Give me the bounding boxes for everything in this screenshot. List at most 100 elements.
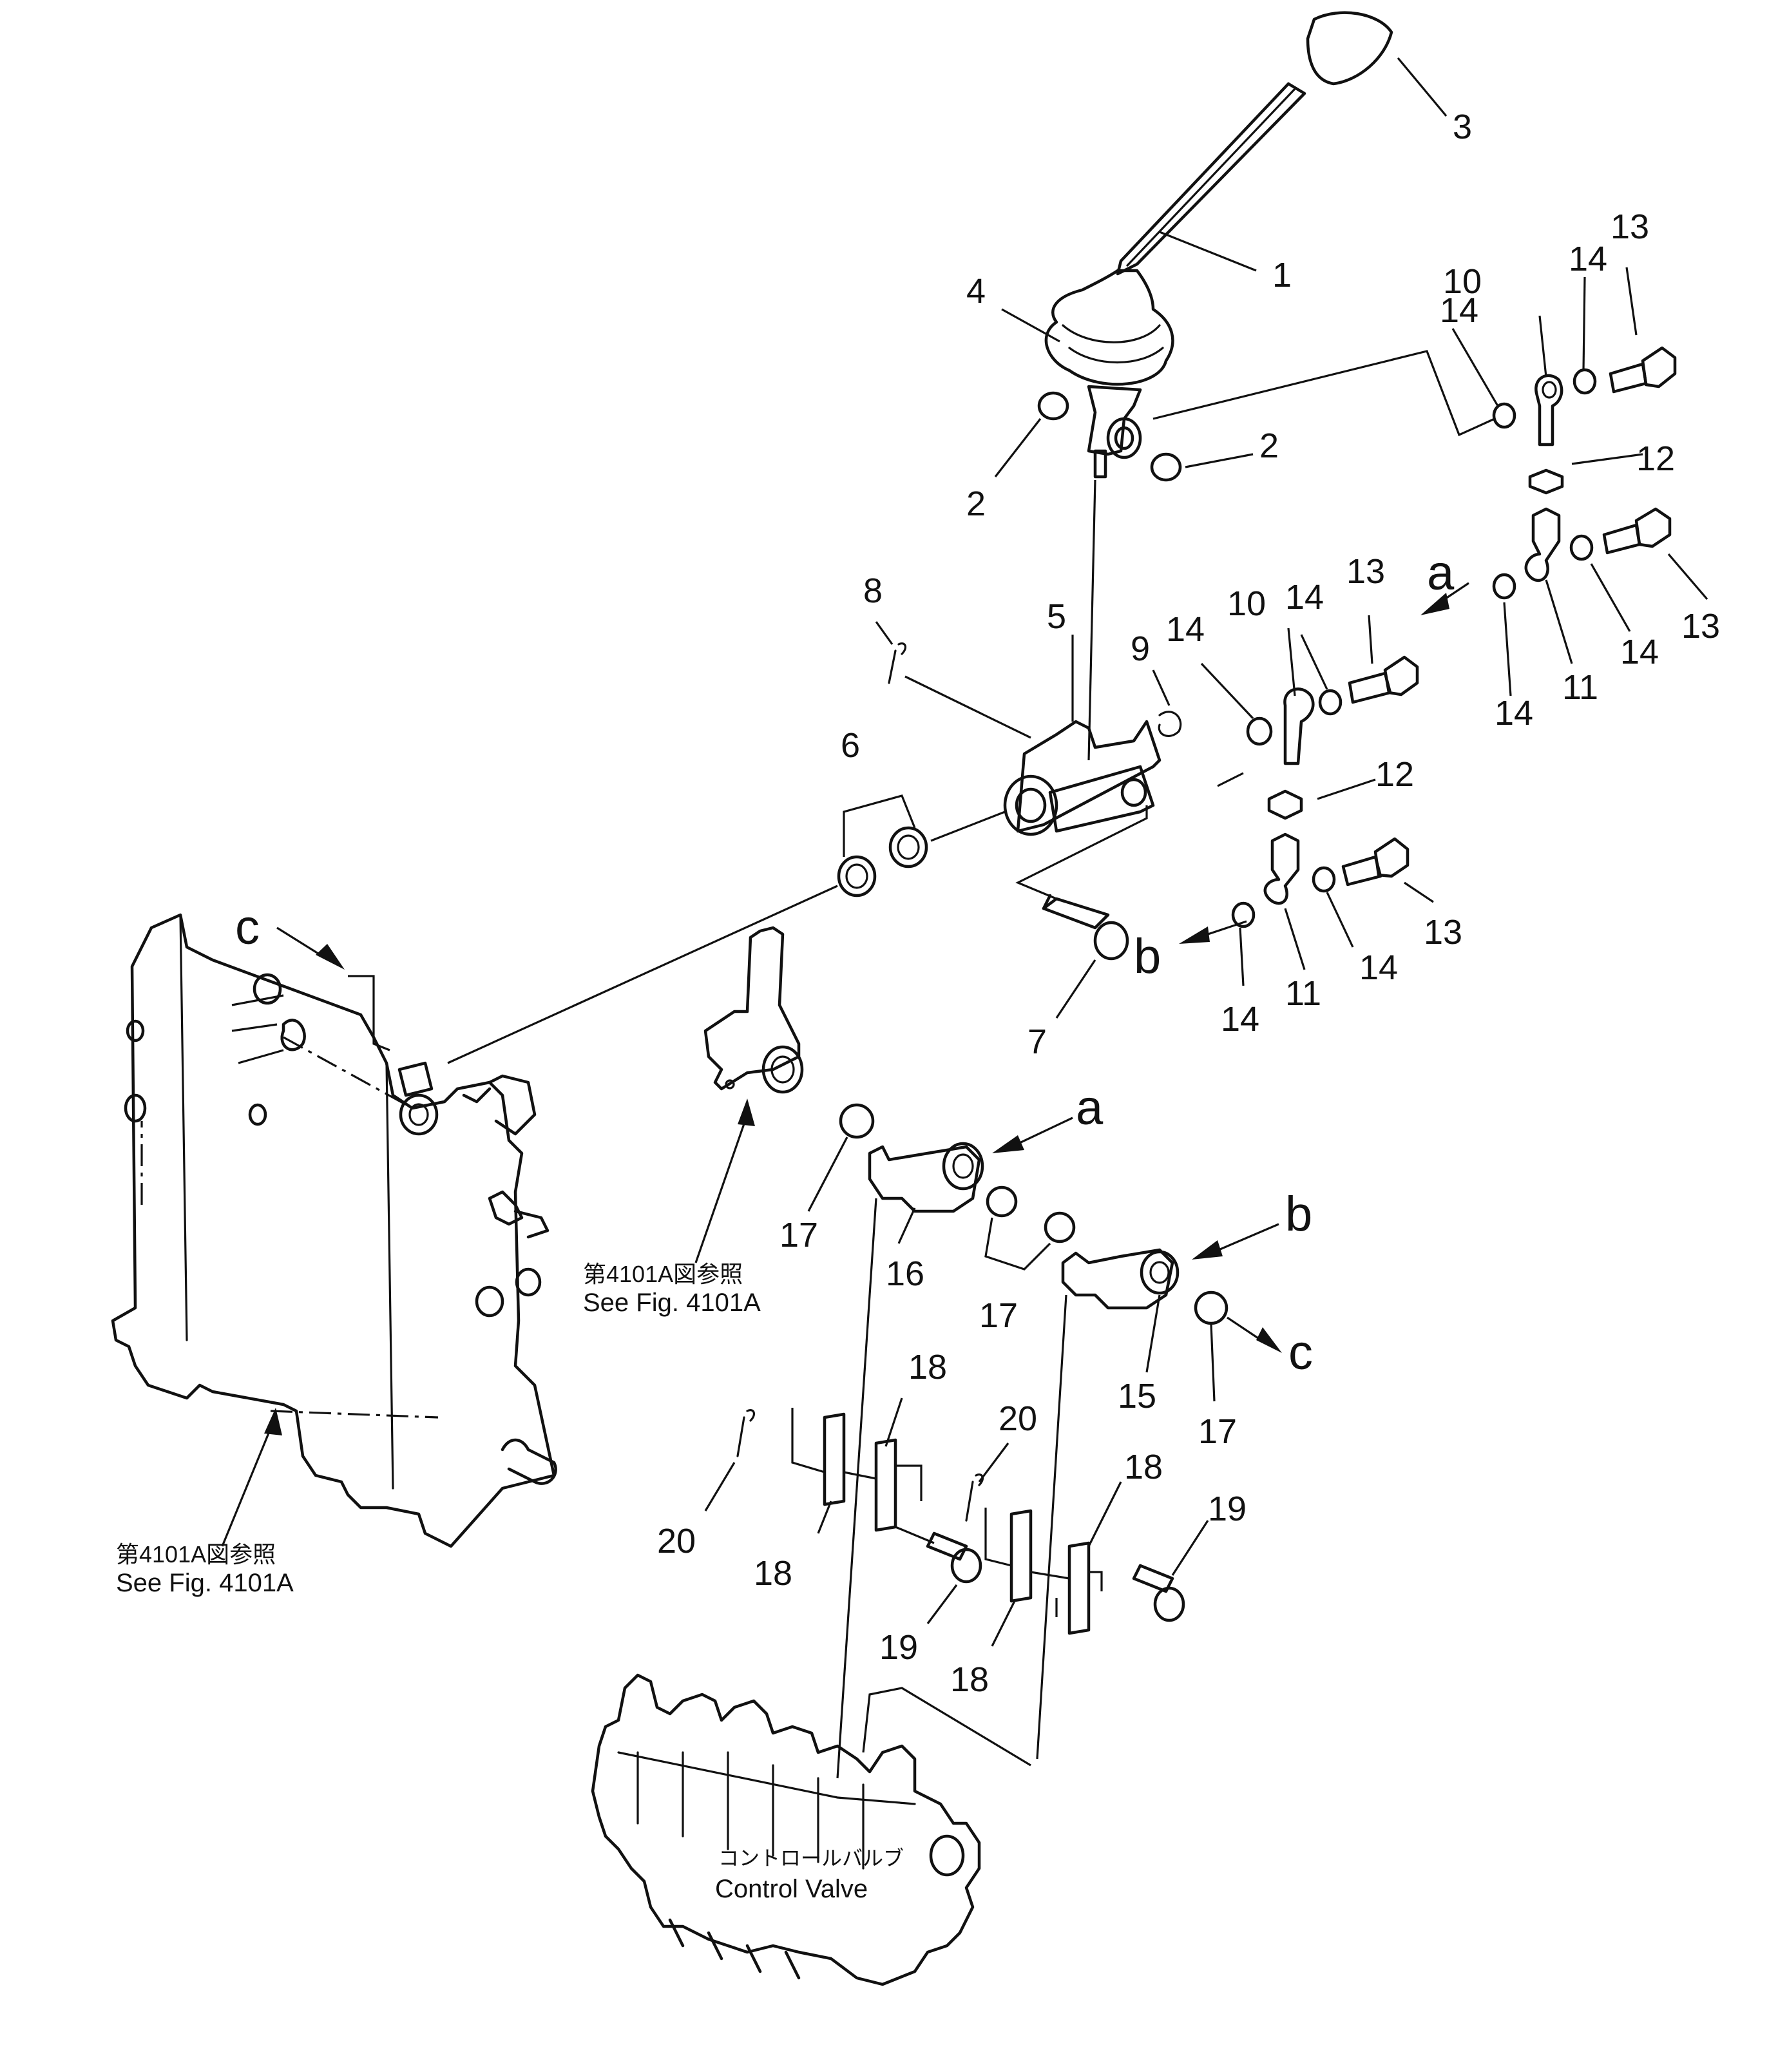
cotter-pin: [888, 642, 907, 684]
bushing: [986, 1185, 1018, 1218]
bolt: [1348, 671, 1392, 704]
frame: [111, 913, 556, 1548]
callout-2: 2: [1259, 427, 1279, 465]
knob: [1306, 11, 1393, 86]
callout-14: 14: [1440, 291, 1478, 330]
callout-9: 9: [1131, 629, 1150, 668]
callout-14: 14: [1359, 948, 1398, 987]
bolt: [1341, 855, 1382, 887]
callout-4: 4: [966, 272, 986, 311]
letter-a-lower: a: [1076, 1080, 1104, 1135]
callout-13: 13: [1424, 913, 1462, 952]
frame-body: [111, 885, 838, 1548]
callout-13: 13: [1346, 552, 1385, 591]
reference-note-en: See Fig. 4101A: [116, 1569, 294, 1597]
letter-b-lower: b: [1285, 1187, 1312, 1242]
callout-12: 12: [1375, 755, 1414, 794]
callout-14: 14: [1166, 610, 1205, 649]
nut: [1528, 468, 1564, 495]
callout-17: 17: [779, 1216, 818, 1254]
plate: [1067, 1541, 1091, 1635]
callout-11: 11: [1562, 668, 1598, 707]
bushing: [1044, 1211, 1076, 1243]
control-valve-label-jp: コントロールバルブ: [718, 1847, 904, 1870]
rod-end: [1534, 374, 1563, 446]
boot: [1044, 269, 1174, 386]
callout-13: 13: [1611, 207, 1649, 246]
callout-14: 14: [1569, 240, 1607, 278]
plate: [1009, 1509, 1033, 1603]
washer: [1572, 368, 1597, 395]
rod-end: [1283, 687, 1315, 765]
plate: [874, 1438, 897, 1532]
callout-20: 20: [999, 1399, 1037, 1438]
callout-2: 2: [966, 484, 986, 523]
lever-rod: [1116, 82, 1306, 276]
plate: [823, 1412, 846, 1506]
callout-20: 20: [657, 1522, 696, 1560]
clip: [1158, 711, 1182, 737]
callouts: 1 2 2 3 4 5 6 7 8 9 10 10 11 11 12 12 13…: [657, 108, 1720, 1699]
callout-19: 19: [879, 1628, 918, 1667]
valve-body: [591, 1673, 981, 1986]
washer: [1318, 689, 1343, 716]
washer: [1246, 716, 1273, 746]
arrows: [264, 582, 1469, 1435]
bushing: [839, 1103, 875, 1139]
callout-10: 10: [1443, 262, 1482, 301]
arm: [1061, 1248, 1174, 1310]
callout-16: 16: [886, 1254, 924, 1293]
callout-14: 14: [1495, 694, 1533, 733]
washer: [1492, 573, 1516, 600]
callout-12: 12: [1636, 439, 1675, 478]
bolt: [1602, 523, 1641, 555]
bolt: [1609, 362, 1648, 394]
callout-14: 14: [1285, 578, 1324, 617]
rod-end: [1263, 832, 1300, 905]
lever-bracket: [1016, 720, 1161, 833]
reference-note-jp: 第4101A図参照: [583, 1261, 743, 1287]
lever-pivot: [1087, 385, 1142, 456]
bushing: [837, 855, 877, 897]
upper-linkage: [1152, 346, 1677, 600]
callout-18: 18: [1124, 1448, 1163, 1486]
bushing: [1194, 1290, 1228, 1325]
control-valve-label-en: Control Valve: [715, 1875, 868, 1903]
middle-linkage: [837, 479, 1419, 961]
callout-18: 18: [950, 1660, 989, 1699]
washer: [1312, 866, 1336, 893]
callout-15: 15: [1118, 1377, 1156, 1415]
letter-b-upper: b: [1134, 929, 1161, 984]
callout-6: 6: [841, 726, 860, 765]
nut: [1267, 789, 1303, 820]
reference-notes: 第4101A図参照 See Fig. 4101A 第4101A図参照 See F…: [116, 1261, 761, 1597]
callout-1: 1: [1272, 256, 1292, 294]
letter-c-lower: c: [1288, 1325, 1313, 1380]
letter-c-upper: c: [235, 900, 260, 955]
callout-17: 17: [1198, 1412, 1237, 1451]
washer: [1231, 901, 1256, 928]
lower-linkage: [736, 1103, 1228, 1779]
callout-8: 8: [863, 571, 883, 610]
letter-a-upper: a: [1427, 546, 1455, 600]
bushing: [1037, 391, 1069, 421]
leader-lines: [221, 57, 1708, 1647]
callout-17: 17: [979, 1296, 1018, 1335]
callout-10: 10: [1227, 584, 1266, 623]
bushing: [888, 826, 928, 868]
arm: [868, 1145, 981, 1213]
cotter-pin: [736, 1409, 756, 1457]
callout-19: 19: [1208, 1490, 1247, 1528]
callout-14: 14: [1221, 1000, 1259, 1039]
control-valve: [591, 1673, 981, 1986]
washer: [1492, 402, 1516, 429]
pin: [926, 1531, 968, 1561]
callout-13: 13: [1681, 607, 1720, 646]
callout-14: 14: [1620, 633, 1659, 671]
lever-assembly: [1037, 11, 1393, 482]
washer: [1569, 534, 1594, 561]
callout-5: 5: [1047, 597, 1066, 636]
reference-note-jp: 第4101A図参照: [116, 1541, 276, 1568]
valve-label: コントロールバルブ Control Valve: [715, 1847, 904, 1903]
